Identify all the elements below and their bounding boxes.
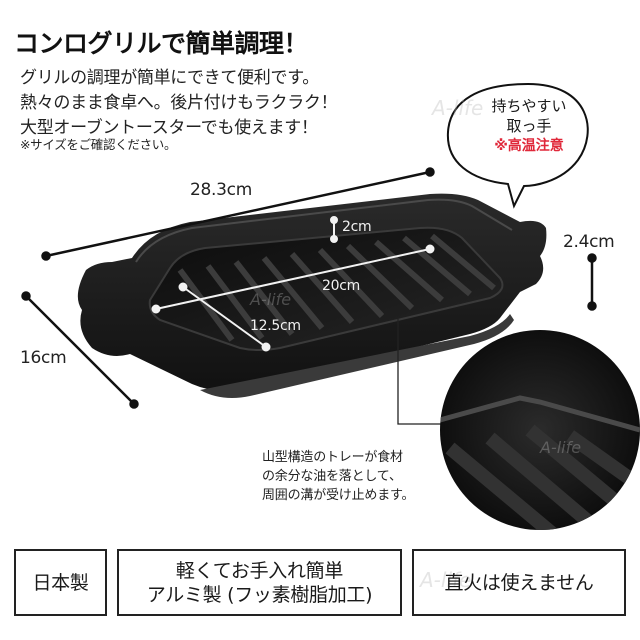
dimension-height: 2.4cm xyxy=(563,232,615,252)
watermark: A-life xyxy=(432,96,484,120)
speech-bubble xyxy=(446,82,589,209)
dimension-inner-depth: 2cm xyxy=(342,219,372,235)
dimension-length: 28.3cm xyxy=(190,180,252,200)
detail-zoom-circle xyxy=(440,330,640,530)
badge-text: 日本製 xyxy=(32,571,89,594)
bubble-line: 取っ手 xyxy=(506,117,552,135)
watermark: A-life xyxy=(250,290,292,309)
badge-text: 軽くてお手入れ簡単 xyxy=(175,559,344,582)
bubble-line: 持ちやすい xyxy=(491,97,567,115)
callout-line: の余分な油を落として、 xyxy=(262,469,402,484)
watermark: A-life xyxy=(540,438,582,457)
feature-badges: 日本製 軽くてお手入れ簡単 アルミ製 (フッ素樹脂加工) 直火は使えません xyxy=(14,549,626,616)
product-description: グリルの調理が簡単にできて便利です。 熱々のまま食卓へ。後片付けもラクラク！ 大… xyxy=(20,66,338,153)
grill-tray-illustration xyxy=(21,82,640,530)
description-line: グリルの調理が簡単にできて便利です。 xyxy=(20,68,319,88)
watermark: A-life xyxy=(420,568,472,592)
dimension-inner-length: 20cm xyxy=(322,278,360,294)
badge-text: アルミ製 (フッ素樹脂加工) xyxy=(146,583,373,606)
page-title: コンログリルで簡単調理！ xyxy=(14,29,309,58)
callout-line: 周囲の溝が受け止めます。 xyxy=(262,488,415,503)
ridge-structure-callout: 山型構造のトレーが食材 の余分な油を落として、 周囲の溝が受け止めます。 xyxy=(262,448,415,505)
badge-made-in-japan: 日本製 xyxy=(14,549,107,616)
dimension-inner-width: 12.5cm xyxy=(250,318,301,334)
badge-lightweight-aluminum: 軽くてお手入れ簡単 アルミ製 (フッ素樹脂加工) xyxy=(117,549,402,616)
description-line: 熱々のまま食卓へ。後片付けもラクラク！ xyxy=(20,93,338,113)
speech-bubble-text: 持ちやすい 取っ手 ※高温注意 xyxy=(474,96,584,156)
dimension-width: 16cm xyxy=(20,348,67,368)
badge-text: 直火は使えません xyxy=(444,571,594,594)
badge-no-open-flame: 直火は使えません xyxy=(412,549,626,616)
high-temp-warning: ※高温注意 xyxy=(494,138,564,154)
description-line: 大型オーブントースターでも使えます！ xyxy=(20,118,318,138)
callout-line: 山型構造のトレーが食材 xyxy=(262,450,403,465)
size-note: ※サイズをご確認ください。 xyxy=(20,137,177,152)
